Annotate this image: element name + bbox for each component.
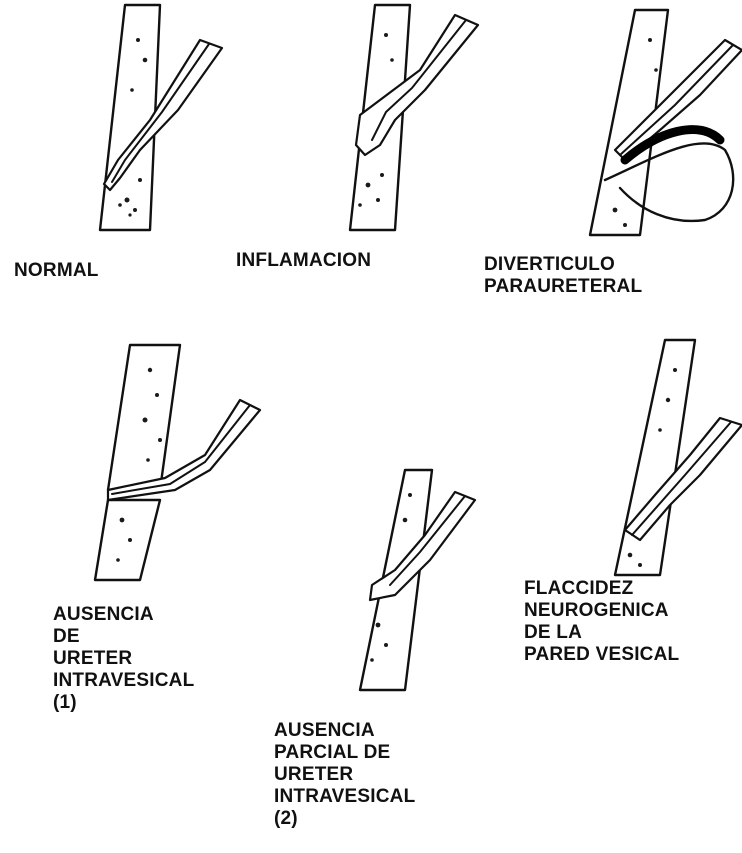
label-inflamacion: INFLAMACION: [236, 250, 371, 272]
drawing-normal: [100, 5, 222, 230]
label-line: INFLAMACION: [236, 250, 371, 272]
drawing-flaccidez: [615, 340, 742, 575]
label-diverticulo: DIVERTICULO PARAURETERAL: [484, 254, 642, 298]
label-line: INTRAVESICAL: [53, 670, 194, 692]
label-line: (1): [53, 692, 194, 714]
label-line: URETER: [53, 648, 194, 670]
label-line: PARED VESICAL: [524, 644, 679, 666]
label-line: DIVERTICULO: [484, 254, 642, 276]
label-line: URETER: [274, 764, 415, 786]
label-ausencia-2: AUSENCIA PARCIAL DE URETER INTRAVESICAL …: [274, 720, 415, 830]
label-ausencia-1: AUSENCIA DE URETER INTRAVESICAL (1): [53, 604, 194, 714]
label-line: NORMAL: [14, 260, 99, 282]
label-line: (2): [274, 808, 415, 830]
drawing-ausencia-2: [360, 470, 475, 690]
label-line: DE: [53, 626, 194, 648]
label-line: AUSENCIA: [53, 604, 194, 626]
label-line: PARCIAL DE: [274, 742, 415, 764]
label-line: AUSENCIA: [274, 720, 415, 742]
label-line: INTRAVESICAL: [274, 786, 415, 808]
label-flaccidez: FLACCIDEZ NEUROGENICA DE LA PARED VESICA…: [524, 578, 679, 666]
drawing-inflamacion: [350, 5, 478, 230]
drawing-diverticulo: [590, 10, 742, 235]
drawing-ausencia-1: [95, 345, 260, 580]
label-line: DE LA: [524, 622, 679, 644]
label-normal: NORMAL: [14, 260, 99, 282]
label-line: PARAURETERAL: [484, 276, 642, 298]
label-line: NEUROGENICA: [524, 600, 679, 622]
label-line: FLACCIDEZ: [524, 578, 679, 600]
